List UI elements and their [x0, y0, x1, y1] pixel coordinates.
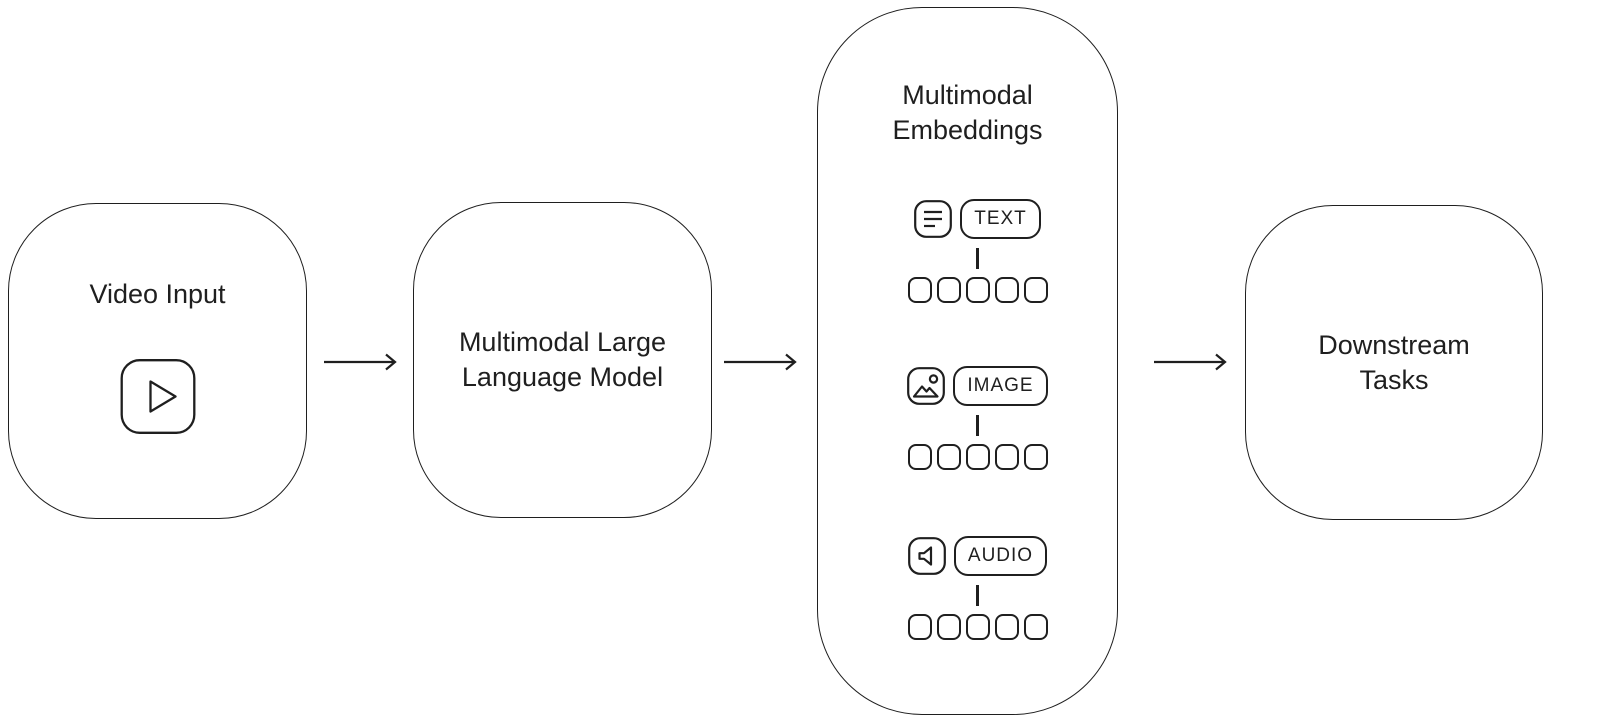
node-multimodal-embeddings: Multimodal Embeddings TEXT [817, 7, 1118, 715]
token-squares-audio [907, 614, 1048, 640]
embeddings-title: Multimodal Embeddings [892, 80, 1043, 145]
token-square [965, 277, 990, 303]
token-square [994, 277, 1019, 303]
node-downstream-tasks: Downstream Tasks [1245, 205, 1543, 520]
token-square [1023, 277, 1048, 303]
flow-arrow-1 [322, 350, 402, 374]
video-input-label: Video Input [89, 279, 226, 309]
connector-line [976, 415, 979, 436]
modality-group-image: IMAGE [828, 366, 1127, 470]
image-icon [907, 367, 946, 405]
token-square [1023, 614, 1048, 640]
play-icon [120, 359, 195, 434]
token-square [936, 444, 961, 470]
token-squares-image [907, 444, 1048, 470]
token-square [994, 614, 1019, 640]
connector-line [976, 585, 979, 606]
flow-arrow-3 [1152, 350, 1232, 374]
modality-group-audio: AUDIO [828, 536, 1127, 640]
node-multimodal-llm: Multimodal Large Language Model [413, 202, 712, 518]
node-video-input: Video Input [8, 203, 307, 519]
token-square [936, 614, 961, 640]
token-square [907, 277, 932, 303]
token-square [907, 614, 932, 640]
flow-arrow-2 [722, 350, 802, 374]
mllm-label: Multimodal Large Language Model [458, 327, 667, 392]
token-square [907, 444, 932, 470]
token-square [1023, 444, 1048, 470]
token-square [965, 614, 990, 640]
modality-badge-audio: AUDIO [953, 536, 1048, 576]
speaker-icon [908, 537, 946, 575]
modality-badge-image: IMAGE [953, 366, 1048, 406]
token-square [994, 444, 1019, 470]
connector-line [976, 248, 979, 269]
text-lines-icon [914, 200, 953, 238]
modality-group-text: TEXT [828, 199, 1127, 303]
token-square [936, 277, 961, 303]
token-squares-text [907, 277, 1048, 303]
downstream-tasks-label: Downstream Tasks [1318, 329, 1470, 395]
token-square [965, 444, 990, 470]
modality-badge-text: TEXT [960, 199, 1041, 239]
